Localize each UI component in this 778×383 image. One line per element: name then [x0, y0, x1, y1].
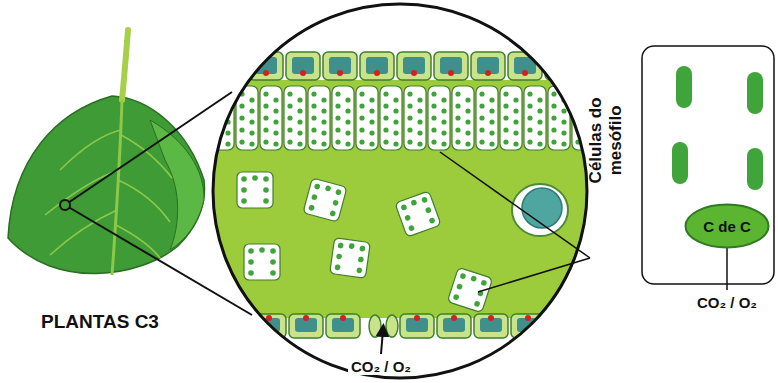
upper-epidermis [212, 52, 616, 80]
spongy-cells [237, 172, 493, 313]
mesophyll-cell [642, 46, 774, 290]
leaf-section [200, 0, 619, 383]
leaf [8, 30, 204, 275]
gas-label: CO₂ / O₂ [694, 294, 760, 311]
magnifier-circle [213, 4, 587, 378]
palisade-cells [212, 86, 618, 150]
leader-lines [440, 152, 590, 292]
node-text: C de C [703, 218, 751, 235]
gas-arrow [381, 330, 383, 354]
cell-label: Células do mesófilo [586, 84, 627, 196]
lower-epidermis [215, 314, 619, 338]
plant-type-label: PLANTAS C3 [41, 311, 159, 333]
vascular-bundle [512, 184, 568, 236]
gas-label: CO₂ / O₂ [348, 358, 414, 375]
organelle-ellipse: C de C [684, 203, 770, 249]
